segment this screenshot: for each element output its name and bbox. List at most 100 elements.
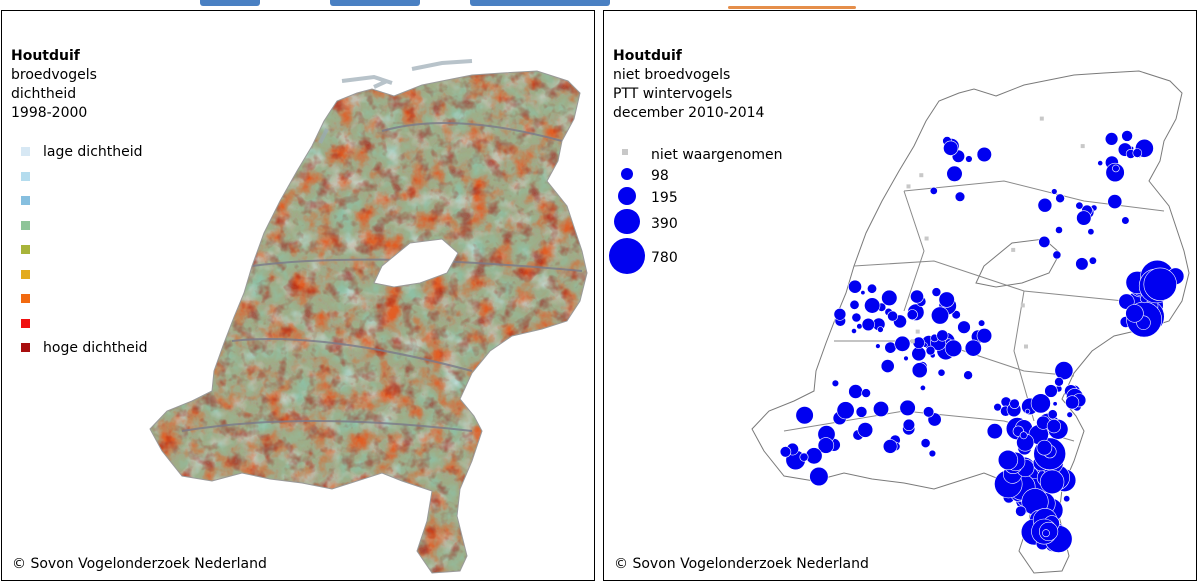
count-circle	[795, 406, 814, 425]
count-circle	[861, 317, 875, 332]
subtitle-line: 1998-2000	[11, 105, 88, 121]
legend-swatch	[21, 294, 30, 303]
winter-birds-map	[751, 70, 1190, 574]
subtitle-line: broedvogels	[11, 67, 97, 83]
count-circle	[930, 306, 949, 325]
legend-swatch	[21, 318, 30, 328]
count-circle	[817, 437, 835, 454]
subtitle-line: niet broedvogels	[613, 67, 731, 83]
count-circle	[902, 418, 916, 432]
count-circle	[1104, 132, 1119, 146]
not-observed-marker	[924, 236, 929, 241]
count-circle	[963, 370, 973, 381]
count-circle	[1036, 439, 1053, 456]
count-circle	[881, 289, 898, 307]
count-circle	[1042, 529, 1050, 538]
count-circle	[1030, 393, 1051, 414]
count-circle	[1075, 201, 1084, 210]
count-circle	[944, 339, 963, 357]
count-circle	[1052, 401, 1058, 407]
cropped-text-fragment	[470, 0, 610, 6]
count-circles	[779, 116, 1185, 553]
count-circle	[943, 140, 959, 156]
count-circle	[856, 323, 863, 330]
not-observed-marker	[1039, 116, 1044, 121]
count-circle	[937, 368, 946, 377]
cropped-text-fragment	[330, 0, 420, 6]
country-outline	[149, 70, 588, 574]
count-circle	[851, 312, 862, 323]
count-circle	[923, 406, 935, 418]
not-observed-marker	[1011, 247, 1016, 252]
count-circle	[1066, 411, 1073, 418]
count-circle	[1046, 419, 1062, 434]
count-circle	[951, 310, 961, 320]
count-circle	[1037, 197, 1053, 213]
map-title: Houtduif	[613, 48, 682, 64]
ijsselmeer-polder	[975, 238, 1061, 288]
subtitle-line: dichtheid	[11, 86, 77, 102]
count-circle	[976, 146, 992, 163]
wadden-islands	[318, 59, 473, 144]
subtitle-line: PTT wintervogels	[613, 86, 733, 102]
count-circle	[866, 283, 877, 294]
count-circle	[833, 307, 847, 321]
count-circle	[965, 155, 973, 163]
count-circle	[903, 355, 909, 362]
count-circle	[1105, 162, 1125, 183]
count-circle	[779, 446, 792, 458]
count-circle	[978, 319, 986, 327]
count-circle	[1121, 216, 1130, 225]
ijsselmeer-polder	[373, 238, 459, 288]
count-circle	[849, 299, 860, 310]
count-circle	[894, 335, 911, 352]
count-circle	[1038, 235, 1051, 248]
count-circle	[1132, 148, 1143, 158]
count-circle	[851, 328, 857, 334]
count-circle	[1107, 194, 1123, 209]
count-circle	[1055, 193, 1065, 204]
count-circle	[887, 310, 898, 322]
count-circle	[976, 328, 993, 344]
count-circle	[1055, 226, 1063, 234]
count-circle	[872, 400, 889, 417]
count-circle	[929, 186, 938, 195]
legend-label: niet waargenomen	[651, 146, 783, 163]
count-circle	[936, 329, 949, 342]
count-circle	[931, 287, 942, 297]
legend-swatch	[21, 196, 30, 205]
count-circle	[954, 191, 966, 202]
not-observed-marker	[1080, 144, 1085, 149]
count-circle	[855, 406, 868, 418]
not-observed-marker	[1020, 303, 1025, 308]
count-circle	[899, 399, 916, 417]
legend-circle	[620, 167, 634, 181]
count-circle	[1143, 267, 1177, 301]
count-circle	[1039, 469, 1065, 495]
count-circle	[986, 423, 1003, 440]
count-circle	[938, 291, 955, 308]
not-observed-marker	[915, 329, 920, 334]
count-circle	[1112, 164, 1120, 173]
count-circle	[946, 165, 963, 182]
legend-swatch	[21, 269, 30, 279]
cropped-page-header	[0, 0, 1200, 12]
legend-swatch	[21, 343, 30, 352]
not-observed-marker	[919, 173, 924, 178]
not-observed-marker	[1024, 344, 1028, 349]
legend-label: 98	[651, 168, 669, 184]
legend-swatch	[21, 171, 30, 181]
count-circle	[1019, 431, 1028, 440]
count-circle	[957, 320, 971, 334]
legend-label: lage dichtheid	[43, 144, 143, 160]
legend-circle	[609, 238, 645, 275]
count-circle	[1054, 376, 1064, 387]
right-info-block: Houtduif niet broedvogels PTT wintervoge…	[613, 47, 764, 123]
legend-label: hoge dichtheid	[43, 340, 148, 356]
count-circle	[884, 341, 897, 354]
count-circle	[906, 309, 918, 321]
count-circle	[848, 279, 862, 294]
legend-label: 780	[651, 250, 678, 267]
left-info-block: Houtduif broedvogels dichtheid 1998-2000	[11, 47, 97, 123]
count-circle	[1125, 304, 1144, 323]
